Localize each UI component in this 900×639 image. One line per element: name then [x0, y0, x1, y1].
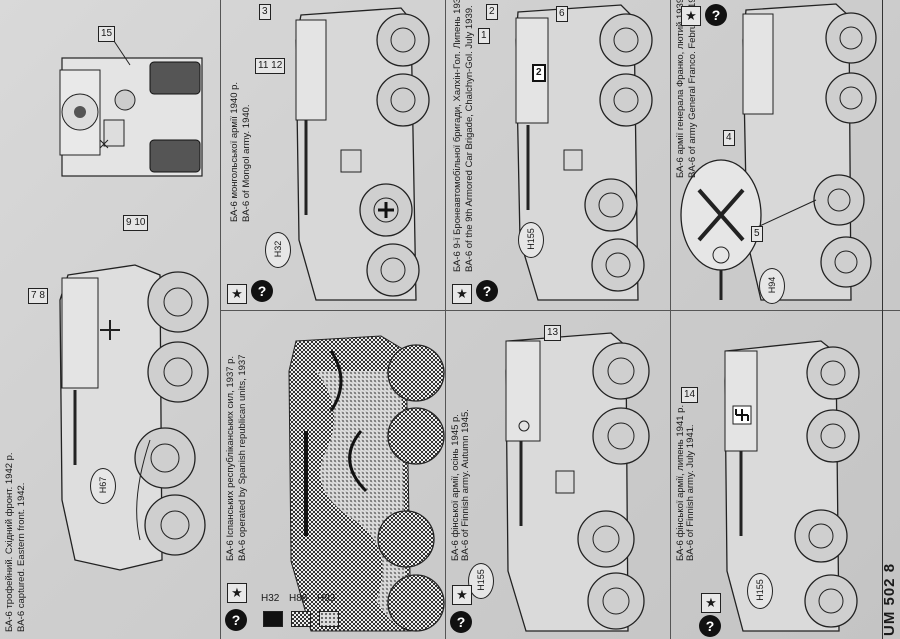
vehicle-camo-view: [288, 335, 445, 632]
legend-label: H32: [261, 593, 280, 604]
callout-1: 1: [478, 28, 490, 44]
legend-swatch: [319, 611, 339, 627]
column-divider: [220, 0, 221, 639]
paint-chip: H32: [265, 232, 291, 268]
caption-en: BA-6 of Mongol army. 1940.: [241, 104, 252, 222]
question-icon: ?: [251, 280, 273, 302]
question-icon: ?: [476, 280, 498, 302]
caption-ua: БА-6 Іспанських республіканських сил, 19…: [225, 355, 236, 561]
paint-chip: H67: [90, 468, 116, 504]
caption-ua: БА-6 трофейний. Східний фронт. 1942 р.: [4, 452, 15, 632]
caption-en: BA-6 of army General Franco. February 19…: [687, 0, 698, 178]
vehicle-side-view: [295, 7, 430, 301]
legend-swatch: [291, 611, 311, 627]
panel-mongol: 3 11 12 H32 БА-6 монгольської армії 1940…: [221, 0, 445, 310]
legend-label: H86: [289, 593, 308, 604]
callout-2: 2: [486, 4, 498, 20]
panel-spanish: БА-6 Іспанських республіканських сил, 19…: [221, 311, 445, 639]
callout-9-10: 9 10: [123, 215, 149, 231]
star-icon: ★: [681, 6, 701, 26]
caption-ua: БА-6 армії генерала Франко, лютий 1939 р…: [675, 0, 686, 178]
star-icon: ★: [452, 284, 472, 304]
panel-finnish-1941: 14 H155 БА-6 фінської армії, липень 1941…: [671, 311, 882, 639]
caption-en: BA-6 of Finnish army. Autumn 1945.: [460, 409, 471, 561]
vehicle-side-view: [724, 340, 860, 632]
caption-en: BA-6 of the 9th Armored Car Brigade, Cha…: [464, 5, 475, 272]
question-icon: ?: [699, 615, 721, 637]
question-icon: ?: [225, 609, 247, 631]
caption-ua: БА-6 9-ї Бронеавтомобільної бригади, Хал…: [452, 0, 463, 272]
callout-3: 3: [259, 4, 271, 20]
question-icon: ?: [450, 611, 472, 633]
vehicle-side-view: [505, 332, 650, 632]
caption-ua: БА-6 монгольської армії 1940 р.: [229, 81, 240, 222]
caption-en: BA-6 captured. Eastern front. 1942.: [16, 482, 27, 632]
paint-chip: H155: [518, 222, 544, 258]
legend-label: H93: [317, 593, 336, 604]
callout-14: 14: [681, 387, 699, 403]
callout-15: 15: [98, 26, 116, 42]
caption-en: BA-6 of Finnish army. July 1941.: [685, 424, 696, 561]
callout-13: 13: [544, 325, 562, 341]
callout-11-12: 11 12: [255, 58, 286, 74]
row-divider: [220, 310, 900, 311]
column-divider: [670, 0, 671, 639]
paint-chip: H155: [468, 563, 494, 599]
callout-5: 5: [751, 226, 763, 242]
column-divider: [445, 0, 446, 639]
vehicle-side-view: [680, 3, 877, 301]
legend-swatch: [263, 611, 283, 627]
paint-chip: H155: [747, 573, 773, 609]
panel-finnish-1945: 13 H155 БА-6 фінської армії, осінь 1945 …: [446, 311, 670, 639]
panel-franco: 4 5 H94 БА-6 армії генерала Франко, люти…: [671, 0, 882, 310]
product-code: UM 502 8: [881, 562, 898, 636]
vehicle-side-view: [515, 4, 653, 301]
sheet-edge: [882, 0, 883, 639]
turret-number: 2: [532, 64, 546, 82]
star-icon: ★: [452, 585, 472, 605]
caption-en: BA-6 operated by Spanish republican unit…: [237, 354, 248, 562]
star-icon: ★: [701, 593, 721, 613]
callout-4: 4: [723, 130, 735, 146]
callout-6: 6: [556, 6, 568, 22]
panel-captured: 15 9 10 7 8 H67 БА-6 трофейний. Східний …: [0, 0, 220, 639]
vehicle-top-view: [59, 34, 203, 177]
star-icon: ★: [227, 583, 247, 603]
star-icon: ★: [227, 284, 247, 304]
paint-chip: H94: [759, 268, 785, 304]
question-icon: ?: [705, 4, 727, 26]
vehicle-side-view: [59, 264, 209, 571]
callout-7-8: 7 8: [28, 288, 48, 304]
panel-khalkhin-gol: 2 1 6 2 H155 БА-6 9-ї Бронеавтомобільної…: [446, 0, 670, 310]
